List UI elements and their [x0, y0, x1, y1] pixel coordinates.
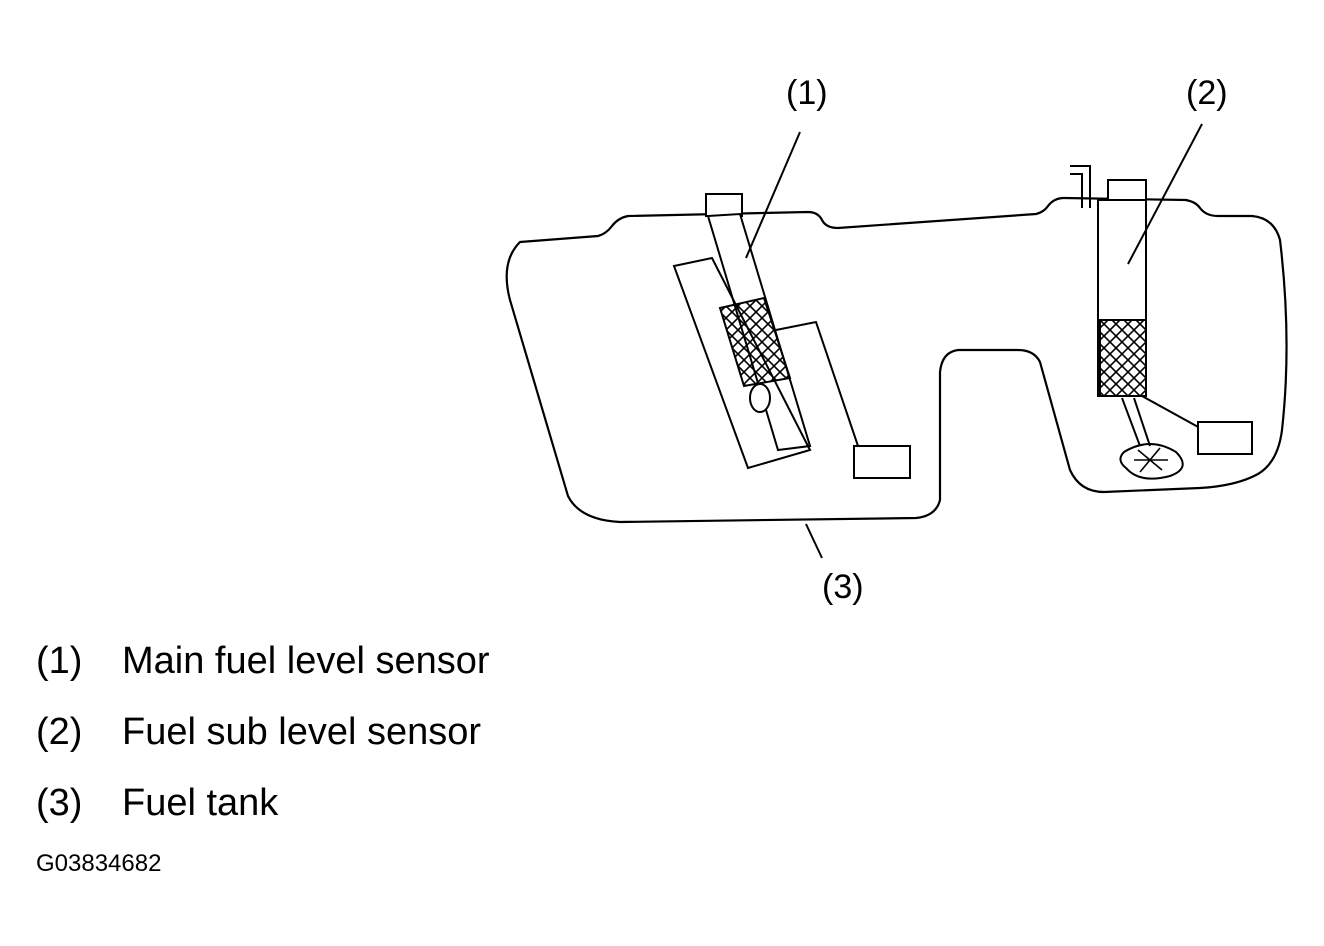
sub-sensor-flange — [1107, 179, 1147, 203]
main-fuel-level-sensor — [672, 193, 911, 479]
pump-inlet — [749, 383, 771, 413]
legend-item: (2) Fuel sub level sensor — [36, 711, 490, 782]
float-arm — [775, 320, 859, 447]
leader-line-3 — [805, 523, 823, 559]
legend-number: (3) — [36, 782, 83, 824]
legend-number: (1) — [36, 640, 83, 682]
legend-item: (3) Fuel tank — [36, 782, 490, 853]
float — [853, 445, 911, 479]
figure-id: G03834682 — [36, 850, 162, 877]
fuel-sub-level-sensor — [1070, 165, 1253, 480]
sensor-bracket — [672, 256, 812, 470]
sub-float-arm — [1141, 395, 1201, 429]
vent-pipe — [1070, 165, 1091, 208]
sensor-flange — [705, 193, 743, 217]
legend: (1) Main fuel level sensor (2) Fuel sub … — [36, 640, 490, 853]
sub-sensor-filter — [1099, 319, 1147, 397]
jet-pump — [1119, 443, 1184, 480]
vent-pipe-inner — [1070, 173, 1083, 208]
legend-label: Fuel tank — [122, 782, 279, 824]
legend-number: (2) — [36, 711, 83, 753]
callout-3: (3) — [822, 568, 864, 606]
fuel-tank-outline — [505, 196, 1288, 524]
jet-pump-pipe-a — [1121, 397, 1141, 447]
jet-pump-mesh — [1134, 447, 1168, 473]
leader-line-1 — [745, 131, 801, 259]
legend-item: (1) Main fuel level sensor — [36, 640, 490, 711]
sub-float — [1197, 421, 1253, 455]
fuel-tank — [505, 196, 1288, 524]
sensor-filter — [718, 296, 792, 388]
callout-1: (1) — [786, 74, 828, 112]
legend-label: Main fuel level sensor — [122, 640, 490, 682]
jet-pump-pipe-b — [1133, 397, 1151, 447]
fuel-tank-diagram: (1) (2) (3) — [505, 74, 1288, 606]
leader-lines — [745, 123, 1203, 559]
callout-2: (2) — [1186, 74, 1228, 112]
leader-line-2 — [1127, 123, 1203, 265]
legend-label: Fuel sub level sensor — [122, 711, 482, 753]
